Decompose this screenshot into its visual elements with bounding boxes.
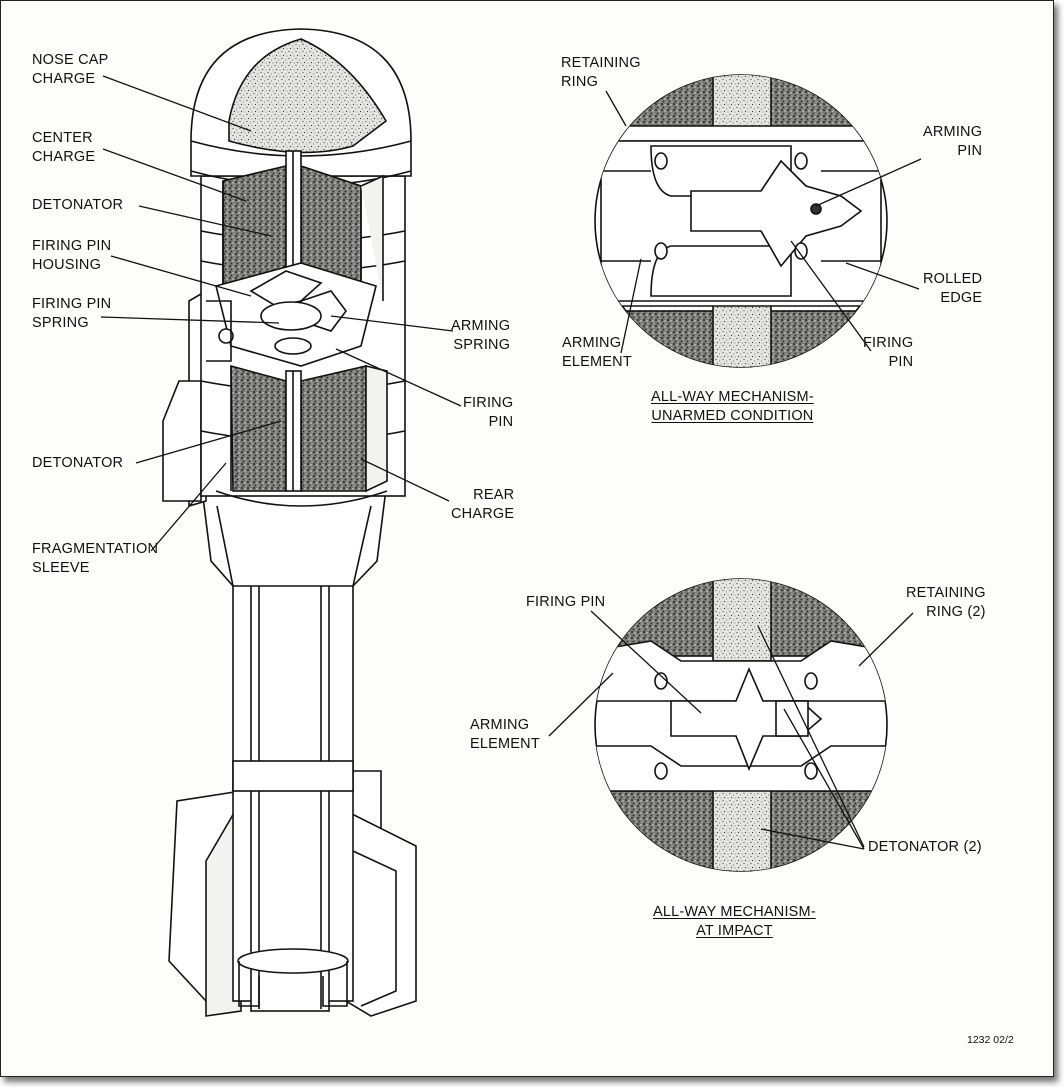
label-firing-pin-bottom: FIRING PIN (526, 594, 606, 610)
label-detonator-lower: DETONATOR (32, 455, 124, 471)
impact-mechanism-detail (594, 578, 888, 872)
label-arming-element-bottom: ARMING ELEMENT (470, 717, 540, 752)
label-rolled-edge: ROLLED EDGE (923, 271, 983, 306)
label-nose-cap-charge: NOSE CAP CHARGE (32, 52, 109, 87)
label-retaining-ring-top: RETAINING RING (561, 55, 641, 90)
label-center-charge: CENTER CHARGE (32, 130, 96, 165)
label-firing-pin-spring: FIRING PIN SPRING (32, 296, 112, 331)
label-detonator-upper: DETONATOR (32, 197, 124, 213)
label-arming-element-top: ARMING ELEMENT (562, 335, 632, 370)
caption-at-impact: ALL-WAY MECHANISM- AT IMPACT (653, 904, 816, 939)
label-arming-pin: ARMING PIN (923, 124, 983, 159)
label-firing-pin-housing: FIRING PIN HOUSING (32, 238, 112, 273)
label-arming-spring: ARMING SPRING (451, 318, 511, 353)
label-firing-pin-top: FIRING PIN (863, 335, 914, 370)
label-rear-charge: REAR CHARGE (451, 487, 515, 522)
label-firing-pin-main: FIRING PIN (463, 395, 514, 430)
figure-reference-number: 1232 02/2 (967, 1034, 1014, 1046)
leader-lines (100, 75, 922, 850)
label-retaining-ring-bottom: RETAINING RING (2) (906, 585, 986, 620)
label-detonator-bottom: DETONATOR (2) (868, 839, 982, 855)
unarmed-mechanism-detail (594, 74, 888, 368)
mortar-round-cutaway (162, 28, 417, 1017)
caption-unarmed-condition: ALL-WAY MECHANISM- UNARMED CONDITION (651, 389, 814, 424)
label-fragmentation-sleeve: FRAGMENTATION SLEEVE (32, 541, 159, 576)
